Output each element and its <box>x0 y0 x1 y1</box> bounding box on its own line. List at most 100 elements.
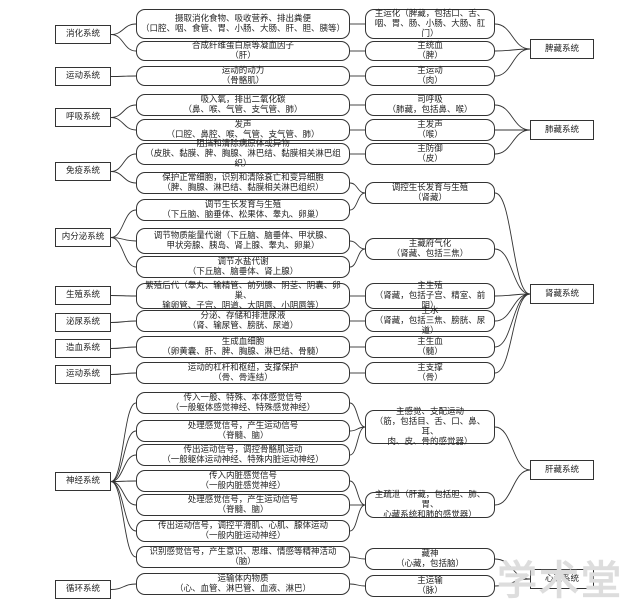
systems-s_mn: 泌尿系统 <box>55 313 111 332</box>
functions-f17: 传出运动信号，调控骨骼肌运动 （一般躯体运动神经、特殊内脏运动神经） <box>136 444 350 466</box>
organ_systems-o_gan: 肝藏系统 <box>530 460 594 480</box>
organ_systems-o_fei: 肺藏系统 <box>530 120 594 140</box>
connector-s_sj-f20 <box>110 481 137 532</box>
connector-s_sj-f15 <box>110 402 137 482</box>
functions-f6: 阻挡和清除病原体或异物 （皮肤、黏膜、脾、胸腺、淋巴结、黏膜相关淋巴组织） <box>136 139 350 169</box>
tcm_functions-t15: 藏神 （心藏，包括脑） <box>365 548 495 570</box>
connector-s_yd2-f14 <box>110 372 137 375</box>
functions-f19: 处理感觉信号，产生运动信号 （脊髓、脑） <box>136 494 350 516</box>
connector-t13-o_gan <box>494 426 531 471</box>
organ_systems-o_shen: 肾藏系统 <box>530 284 594 304</box>
functions-f9: 调节物质能量代谢（下丘脑、脑垂体、甲状腺、 甲状旁腺、胰岛、肾上腺、睾丸、卵巢） <box>136 228 350 254</box>
connector-f9-t8 <box>349 240 366 250</box>
tcm_functions-t11: 主生血 （髓） <box>365 336 495 358</box>
connector-t7-o_shen <box>494 192 531 295</box>
connector-t14-o_gan <box>494 469 531 506</box>
functions-f13: 生成血细胞 （卵黄囊、肝、脾、胸腺、淋巴结、骨髓） <box>136 336 350 358</box>
systems-s_sz: 生殖系统 <box>55 286 111 305</box>
tcm_functions-t8: 主藏府气化 （肾藏、包括三焦） <box>365 238 495 260</box>
systems-s_sj: 神经系统 <box>55 472 111 491</box>
connector-s_xs-f22 <box>110 583 137 590</box>
connector-t12-o_shen <box>494 293 531 374</box>
connector-f15-t13 <box>349 402 366 428</box>
connector-t4-o_fei <box>494 104 531 131</box>
tcm_functions-t14: 主疏泄（肝藏，包括胆、肺、胃、 心藏系统和肺的感觉器） <box>365 490 495 520</box>
tcm_functions-t5: 主发声 （喉） <box>365 119 495 141</box>
functions-f12: 分泌、存储和排泄尿液 （肾、输尿管、膀胱、尿道） <box>136 310 350 332</box>
functions-f7: 保护正常细胞，识别和清除衰亡和变异细胞 （脾、胸腺、淋巴结、黏膜相关淋巴组织） <box>136 172 350 194</box>
systems-s_yd2: 运动系统 <box>55 365 111 384</box>
connector-s_sj-f19 <box>110 481 137 506</box>
connector-f7-t7 <box>349 182 366 194</box>
systems-s_nf: 内分泌系统 <box>55 228 111 247</box>
connector-t16-o_xin <box>494 578 531 587</box>
connector-s_xh-f2 <box>110 34 137 52</box>
tcm_functions-t9: 主生殖 （肾藏，包括子宫、精室、前阴） <box>365 281 495 311</box>
connector-t10-o_shen <box>494 293 531 322</box>
connector-f20-t14 <box>349 504 366 532</box>
functions-f8: 调节生长发育与生殖 （下丘脑、脑垂体、松果体、睾丸、卵巢） <box>136 199 350 221</box>
tcm_functions-t16: 主运输 （脉） <box>365 575 495 597</box>
connector-s_sz-f11 <box>110 295 137 297</box>
connector-t15-o_xin <box>494 558 531 580</box>
functions-f4: 吸入氧，排出二氧化碳 （鼻、喉、气管、支气管、肺） <box>136 94 350 116</box>
watermark: 学术堂 <box>497 558 623 604</box>
connector-t11-o_shen <box>494 293 531 348</box>
connector-s_hx-f5 <box>110 117 137 131</box>
connector-s_nf-f8 <box>110 209 137 238</box>
connector-f18-t14 <box>349 480 366 506</box>
functions-f3: 运动的动力 （骨骼肌） <box>136 66 350 86</box>
systems-s_hx: 呼吸系统 <box>55 108 111 127</box>
connector-f10-t8 <box>349 248 366 268</box>
tcm_functions-t7: 调控生长发育与生殖 （肾藏） <box>365 182 495 204</box>
connector-s_my-f6 <box>110 153 137 172</box>
tcm_functions-t6: 主防御 （皮） <box>365 143 495 165</box>
connector-f8-t7 <box>349 192 366 211</box>
tcm_functions-t2: 主统血 （脾） <box>365 41 495 61</box>
connector-s_sj-f18 <box>110 480 137 482</box>
systems-s_yd: 运动系统 <box>55 67 111 86</box>
connector-t8-o_shen <box>494 248 531 295</box>
functions-f18: 传入内脏感觉信号 （一般内脏感觉神经） <box>136 470 350 492</box>
functions-f20: 传出运动信号，调控平滑肌、心肌、腺体运动 （一般内脏运动神经） <box>136 520 350 542</box>
organ_systems-o_pi: 脾藏系统 <box>530 39 594 59</box>
connector-t1-o_pi <box>494 23 531 50</box>
connector-t6-o_fei <box>494 129 531 155</box>
connector-s_zx-f13 <box>110 346 137 349</box>
connector-s_sj-f17 <box>110 454 137 482</box>
tcm_functions-t1: 主运化（脾藏，包括口、舌、 咽、胃、肠、小肠、大肠、肛门） <box>365 9 495 39</box>
connector-s_hx-f4 <box>110 104 137 118</box>
connector-s_mn-f12 <box>110 320 137 323</box>
systems-s_xh: 消化系统 <box>55 25 111 44</box>
connector-s_yd-f3 <box>110 75 137 77</box>
functions-f22: 运输体内物质 （心、血管、淋巴管、血液、淋巴） <box>136 573 350 595</box>
tcm_functions-t12: 主支撑 （骨） <box>365 362 495 384</box>
connector-s_sj-f16 <box>110 430 137 482</box>
connector-s_my-f7 <box>110 171 137 184</box>
functions-f14: 运动的杠杆和枢纽，支撑保护 （骨、骨连结） <box>136 362 350 384</box>
systems-s_zx: 造血系统 <box>55 339 111 358</box>
tcm_functions-t4: 司呼吸 （肺藏，包括鼻、喉） <box>365 94 495 116</box>
tcm_functions-t10: 主水 （肾藏，包括三焦、膀胱、尿道） <box>365 306 495 336</box>
organ_systems-o_xin: 心藏系统 <box>530 569 594 589</box>
functions-f21: 识别感觉信号，产生意识、思维、情感等精神活动 （脑） <box>136 546 350 568</box>
connector-f17-t13 <box>349 426 366 456</box>
functions-f2: 合成纤维蛋白原等凝血因子 （肝） <box>136 41 350 61</box>
functions-f16: 处理感觉信号，产生运动信号 （脊髓、脑） <box>136 420 350 442</box>
functions-f15: 传入一般、特殊、本体感觉信号 （一般躯体感觉神经、特殊感觉神经） <box>136 392 350 414</box>
connector-s_xh-f1 <box>110 23 137 35</box>
tcm_functions-t3: 主运动 （肉） <box>365 66 495 86</box>
functions-f1: 摄取消化食物、吸收营养、排出粪便 （口腔、咽、食管、胃、小肠、大肠、肝、胆、胰等… <box>136 9 350 39</box>
functions-f5: 发声 （口腔、鼻腔、喉、气管、支气管、肺） <box>136 119 350 141</box>
connector-s_nf-f10 <box>110 237 137 268</box>
systems-s_xs: 循环系统 <box>55 580 111 599</box>
functions-f10: 调节水盐代谢 （下丘脑、脑垂体、肾上腺） <box>136 256 350 278</box>
connector-f22-t16 <box>349 583 366 587</box>
connector-t3-o_pi <box>494 48 531 77</box>
connector-s_sj-f21 <box>110 481 137 558</box>
systems-s_my: 免疫系统 <box>55 162 111 181</box>
tcm_functions-t13: 主感觉、支配运动 （筋，包括目、舌、口、鼻、耳、 肉、皮、骨的感觉器） <box>365 407 495 447</box>
functions-f11: 繁殖后代（睾丸、输精管、前列腺、阴茎、阴囊、卵巢、 输卵管、子宫、阴道、大阴唇、… <box>136 281 350 311</box>
